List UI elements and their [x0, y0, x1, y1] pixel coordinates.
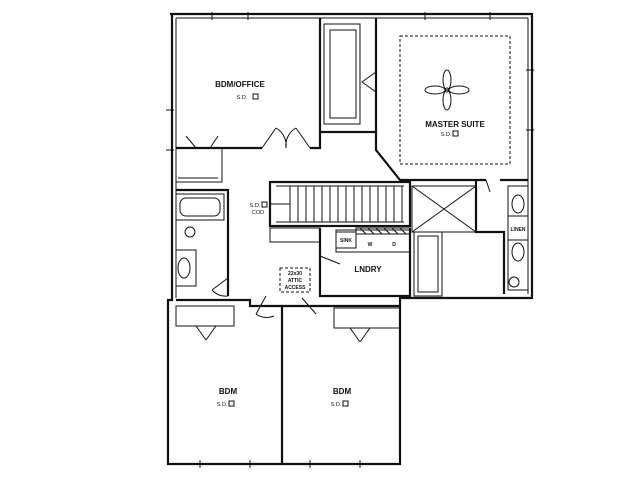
- attic-access: [279, 267, 311, 293]
- label-bdm-office-sd: S.D.: [237, 95, 248, 101]
- label-bdm-office: BDM/OFFICE: [215, 80, 265, 89]
- label-linen: LINEN: [511, 227, 526, 233]
- label-sink: SINK: [340, 238, 352, 244]
- master-bath: [411, 180, 529, 297]
- smoke-detector-icon: [228, 400, 235, 407]
- label-bdm-right: BDM: [333, 387, 352, 396]
- label-bdm-left-sd: S.D.: [217, 402, 228, 408]
- laundry-area: [269, 227, 412, 298]
- label-attic: ATTIC: [288, 278, 303, 284]
- label-attic-size: 22x30: [288, 271, 302, 277]
- bath-fan-icon: [184, 226, 196, 238]
- label-bdm-right-sd: S.D.: [331, 402, 342, 408]
- label-hall-cod: COD: [252, 210, 264, 216]
- room-master-suite: [374, 35, 528, 193]
- label-attic-access: ACCESS: [285, 285, 307, 291]
- room-bdm-left: [175, 298, 284, 464]
- smoke-detector-icon: [252, 93, 259, 100]
- label-master-suite: MASTER SUITE: [425, 120, 485, 129]
- ceiling-fan-icon: [424, 69, 470, 111]
- label-master-suite-sd: S.D.: [441, 132, 452, 138]
- room-bdm-office: [175, 18, 322, 183]
- smoke-detector-icon: [342, 400, 349, 407]
- label-washer: W: [368, 242, 373, 248]
- windows: [166, 12, 534, 468]
- label-dryer: D: [392, 242, 396, 248]
- master-closet: [320, 18, 378, 134]
- room-bdm-right: [282, 304, 401, 343]
- stairs: [268, 180, 412, 228]
- label-laundry: LNDRY: [354, 265, 382, 274]
- label-bdm-left: BDM: [219, 387, 238, 396]
- smoke-detector-icon: [452, 130, 459, 137]
- hall-bath: [175, 188, 230, 296]
- bath-fan-icon: [508, 276, 520, 288]
- label-hall-sd: S.D.: [250, 203, 261, 209]
- smoke-detector-icon: [261, 201, 268, 208]
